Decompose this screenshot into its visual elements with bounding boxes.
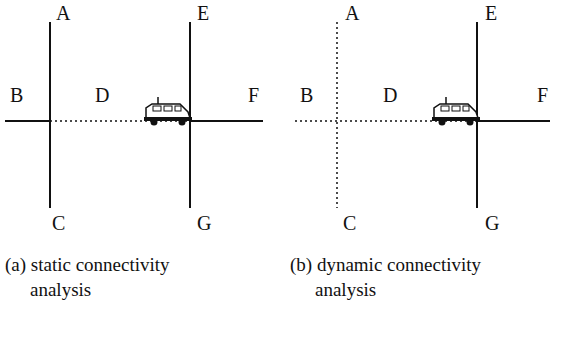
- road: [477, 120, 550, 122]
- road-label: B: [10, 84, 23, 106]
- road-label: B: [300, 84, 313, 106]
- road-label: A: [345, 2, 359, 24]
- road-label: E: [197, 2, 209, 24]
- road-label: F: [537, 84, 548, 106]
- car-icon: [144, 97, 192, 126]
- road-label: G: [485, 212, 499, 234]
- road-dotted: [336, 22, 338, 208]
- road-label: D: [95, 84, 109, 106]
- road: [190, 120, 263, 122]
- road-label: F: [248, 84, 259, 106]
- panel-caption: (a) static connectivity analysis: [5, 252, 225, 302]
- panel-caption: (b) dynamic connectivity analysis: [290, 252, 510, 302]
- road-label: E: [485, 2, 497, 24]
- car-icon: [432, 97, 480, 126]
- road-label: D: [383, 84, 397, 106]
- road-label: G: [197, 212, 211, 234]
- road-label: C: [343, 212, 356, 234]
- road: [49, 22, 51, 208]
- road: [5, 120, 50, 122]
- road-label: C: [52, 212, 65, 234]
- road-label: A: [56, 2, 70, 24]
